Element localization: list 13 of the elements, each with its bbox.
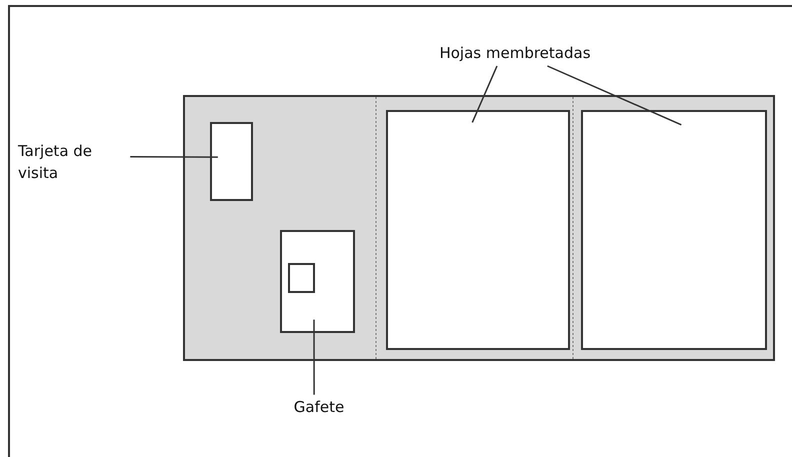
photo-square (288, 263, 315, 293)
leader-line (547, 65, 682, 126)
leader-line (472, 66, 498, 123)
part-label: Gafete (284, 396, 354, 418)
letterhead-sheet (581, 110, 767, 350)
part-label: Hojas membretadas (425, 42, 605, 64)
part-label: Tarjeta de visita (18, 140, 128, 184)
badge (280, 230, 355, 333)
leader-line (313, 320, 315, 395)
letterhead-sheet (386, 110, 570, 350)
business-card (210, 122, 253, 201)
folder-panel (183, 95, 775, 361)
leader-line (130, 156, 218, 158)
